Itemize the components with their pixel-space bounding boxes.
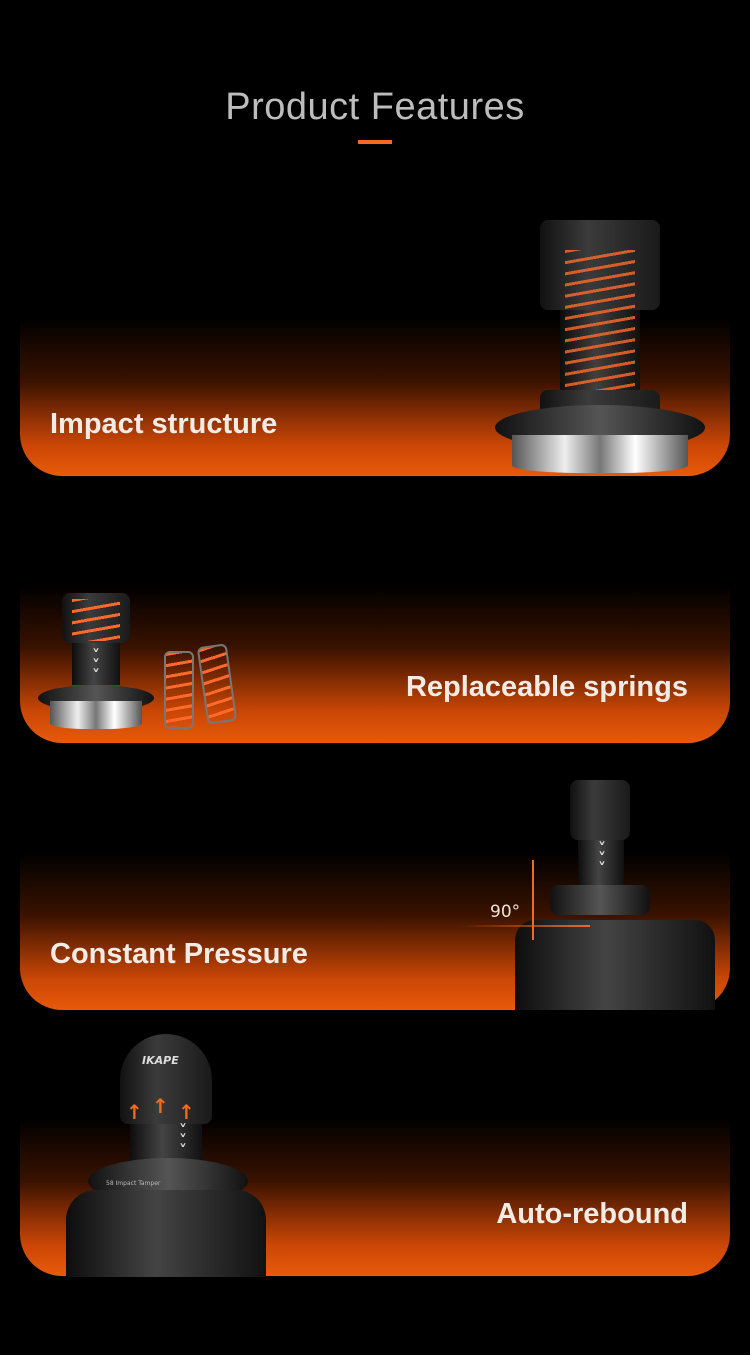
feature-label: Constant Pressure — [50, 938, 308, 970]
arrow-up-icon: ↑ — [178, 1100, 195, 1124]
brand-logo: IKAPE — [142, 1054, 179, 1067]
chevron-down-icon: ˅˅˅ — [598, 839, 606, 878]
feature-label: Replaceable springs — [405, 671, 688, 703]
angle-annotation: 90° — [490, 902, 521, 922]
chevron-down-icon: ˅˅˅ — [179, 1121, 187, 1160]
feature-label: Auto-rebound — [496, 1198, 688, 1230]
arrow-up-icon: ↑ — [152, 1094, 169, 1118]
ring-text: 58 Impact Tamper — [106, 1180, 161, 1187]
tamper-image-springs: ˅˅˅ — [36, 593, 246, 733]
title-underline — [358, 140, 392, 144]
arrow-up-icon: ↑ — [126, 1100, 143, 1124]
page-title: Product Features — [225, 86, 525, 128]
feature-label: Impact structure — [50, 408, 278, 440]
tamper-image-pressure: ˅˅˅ 90° — [460, 760, 730, 1010]
chevron-down-icon: ˅˅˅ — [92, 646, 100, 685]
tamper-image-impact — [490, 220, 710, 475]
tamper-image-rebound: IKAPE ˅˅˅ ↑ ↑ ↑ 58 Impact Tamper — [62, 1030, 272, 1277]
